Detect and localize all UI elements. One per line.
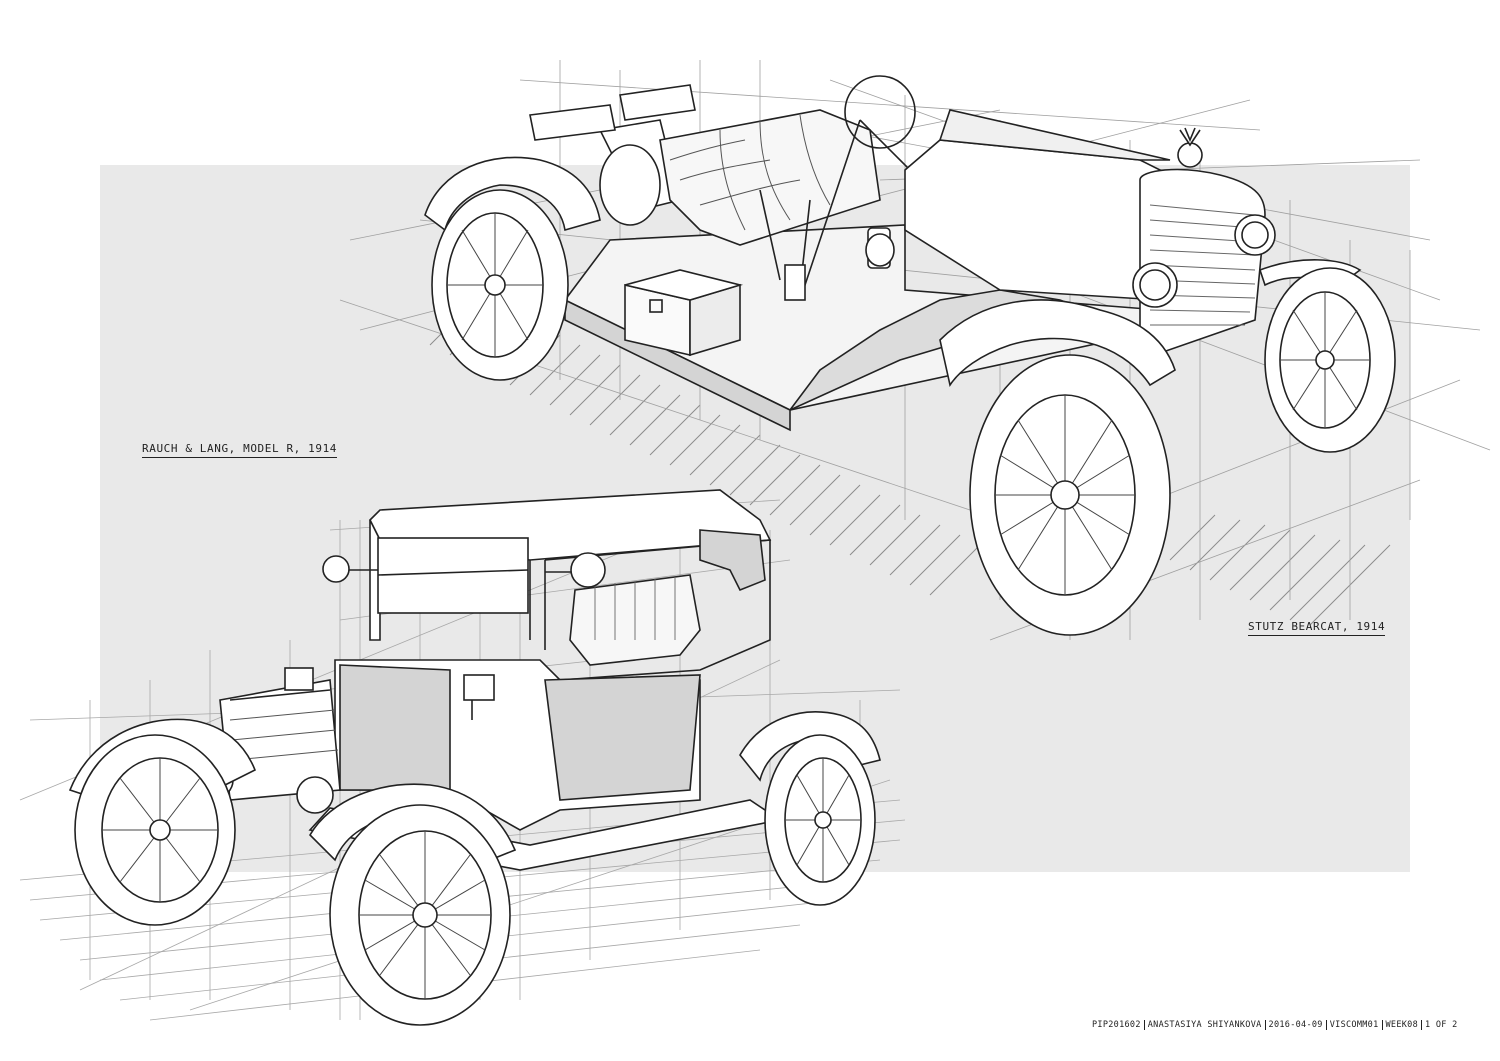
footer-course: VISCOMM01 xyxy=(1327,1020,1383,1030)
rauch-cabin xyxy=(68,489,881,871)
rauch-wheels xyxy=(74,734,876,1026)
caption-rauch-lang: RAUCH & LANG, MODEL R, 1914 xyxy=(142,442,338,458)
rauch-lang-drawing xyxy=(19,489,906,1026)
footer-page: 1 OF 2 xyxy=(1425,1020,1458,1030)
footer-week: WEEK08 xyxy=(1383,1020,1423,1030)
footer-date: 2016-04-09 xyxy=(1266,1020,1327,1030)
caption-stutz-bearcat: STUTZ BEARCAT, 1914 xyxy=(1248,620,1386,636)
title-block: PIP201602 ANASTASIYA SHIYANKOVA 2016-04-… xyxy=(1092,1020,1461,1030)
footer-code: PIP201602 xyxy=(1092,1020,1145,1030)
bearcat-body xyxy=(424,75,1362,432)
footer-author: ANASTASIYA SHIYANKOVA xyxy=(1145,1020,1266,1030)
bearcat-wheels xyxy=(431,189,1396,636)
stutz-bearcat-drawing xyxy=(339,60,1491,641)
